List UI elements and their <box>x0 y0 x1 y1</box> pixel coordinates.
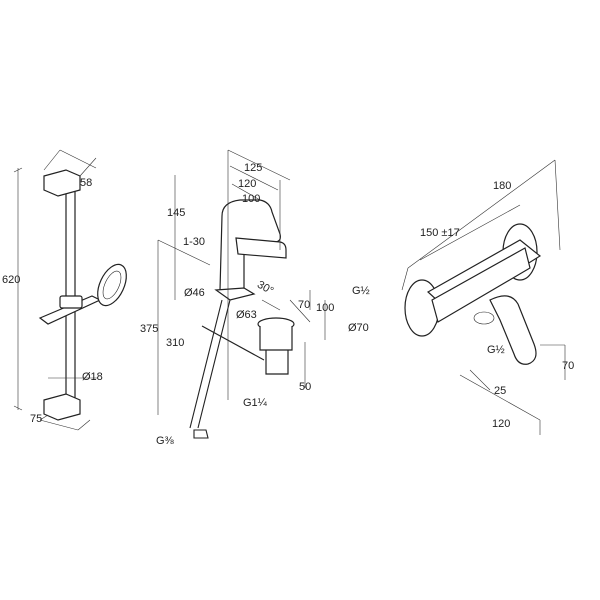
mixer-angle-label: 30° <box>255 279 275 298</box>
shower-mixer-width-label: 180 <box>493 180 511 192</box>
shower-mixer-depth-label: 120 <box>492 418 510 430</box>
mixer-depth-125-label: 125 <box>244 162 262 174</box>
mixer-height-100-label: 100 <box>316 302 334 314</box>
outlet-thread-label: G½ <box>487 344 505 356</box>
rail-width-label: 58 <box>80 177 92 189</box>
rail-diameter-label: Ø18 <box>82 371 103 383</box>
basin-mixer-drawing <box>157 149 326 439</box>
mixer-adjust-label: 1-30 <box>183 236 205 248</box>
escutcheon-diameter-label: Ø70 <box>348 322 369 334</box>
waste-diameter-label: Ø63 <box>236 309 257 321</box>
shower-mixer-height-label: 70 <box>562 360 574 372</box>
shower-mixer-drawing <box>401 159 566 435</box>
inlet-thread-label: G½ <box>352 285 370 297</box>
mixer-body-diameter-label: Ø46 <box>184 287 205 299</box>
mixer-depth-120-label: 120 <box>238 178 256 190</box>
shower-mixer-centres-label: 150 ±17 <box>420 227 460 239</box>
shower-rail-drawing <box>13 149 127 431</box>
mixer-total-height-label: 375 <box>140 323 158 335</box>
rail-height-label: 620 <box>2 274 20 286</box>
mixer-height-70-label: 70 <box>298 299 310 311</box>
waste-height-label: 50 <box>299 381 311 393</box>
waste-thread-label: G1¼ <box>243 397 268 409</box>
rail-projection-label: 75 <box>30 413 42 425</box>
mixer-height-145-label: 145 <box>167 207 185 219</box>
mixer-hose-length-label: 310 <box>166 337 184 349</box>
shower-mixer-offset-label: 25 <box>494 385 506 397</box>
mixer-depth-100-label: 100 <box>242 193 260 205</box>
supply-thread-label: G⅜ <box>156 435 175 447</box>
